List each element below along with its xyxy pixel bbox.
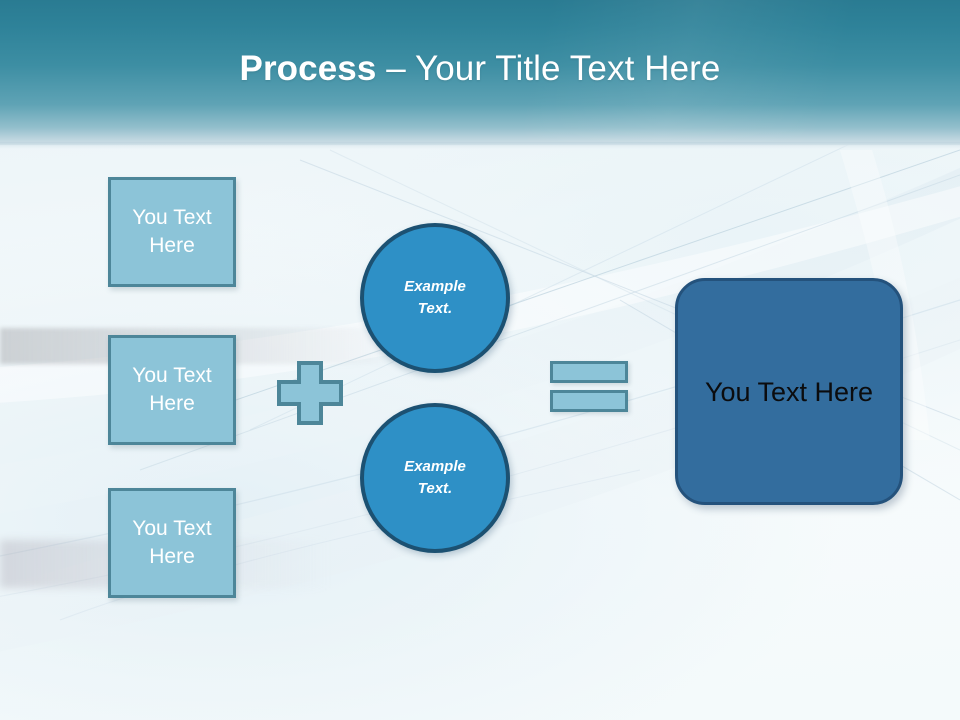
result-box[interactable]: You Text Here bbox=[675, 278, 903, 505]
slide-title-rest: – Your Title Text Here bbox=[376, 49, 721, 88]
input-box-2-line1: You Text bbox=[132, 364, 212, 387]
slide-title-bold: Process bbox=[239, 49, 377, 88]
input-box-3-line1: You Text bbox=[132, 517, 212, 540]
input-box-1[interactable]: You Text Here bbox=[108, 177, 236, 287]
input-box-3[interactable]: You Text Here bbox=[108, 488, 236, 598]
example-circle-2-line1: Example bbox=[404, 458, 466, 475]
example-circle-2[interactable]: Example Text. bbox=[360, 403, 510, 553]
input-box-3-label: You Text Here bbox=[126, 515, 218, 571]
equals-bar-bottom bbox=[550, 390, 628, 412]
example-circle-1-label: Example Text. bbox=[385, 276, 485, 320]
example-circle-2-line2: Text. bbox=[417, 480, 453, 497]
input-box-1-line1: You Text bbox=[132, 206, 212, 229]
example-circle-1-line1: Example bbox=[404, 278, 466, 295]
header-bottom-edge bbox=[0, 142, 960, 149]
input-box-1-line2: Here bbox=[149, 234, 195, 257]
example-circle-1-line2: Text. bbox=[417, 300, 453, 317]
input-box-2-label: You Text Here bbox=[126, 362, 218, 418]
slide-title: Process – Your Title Text Here bbox=[0, 47, 960, 91]
slide-header-banner bbox=[0, 0, 960, 145]
header-shine-overlay bbox=[0, 0, 960, 145]
input-box-3-line2: Here bbox=[149, 545, 195, 568]
plus-sign-icon bbox=[277, 361, 343, 425]
input-box-1-label: You Text Here bbox=[126, 204, 218, 260]
input-box-2-line2: Here bbox=[149, 392, 195, 415]
input-box-2[interactable]: You Text Here bbox=[108, 335, 236, 445]
example-circle-1[interactable]: Example Text. bbox=[360, 223, 510, 373]
example-circle-2-label: Example Text. bbox=[385, 456, 485, 500]
equals-bar-top bbox=[550, 361, 628, 383]
result-box-label: You Text Here bbox=[704, 376, 874, 407]
